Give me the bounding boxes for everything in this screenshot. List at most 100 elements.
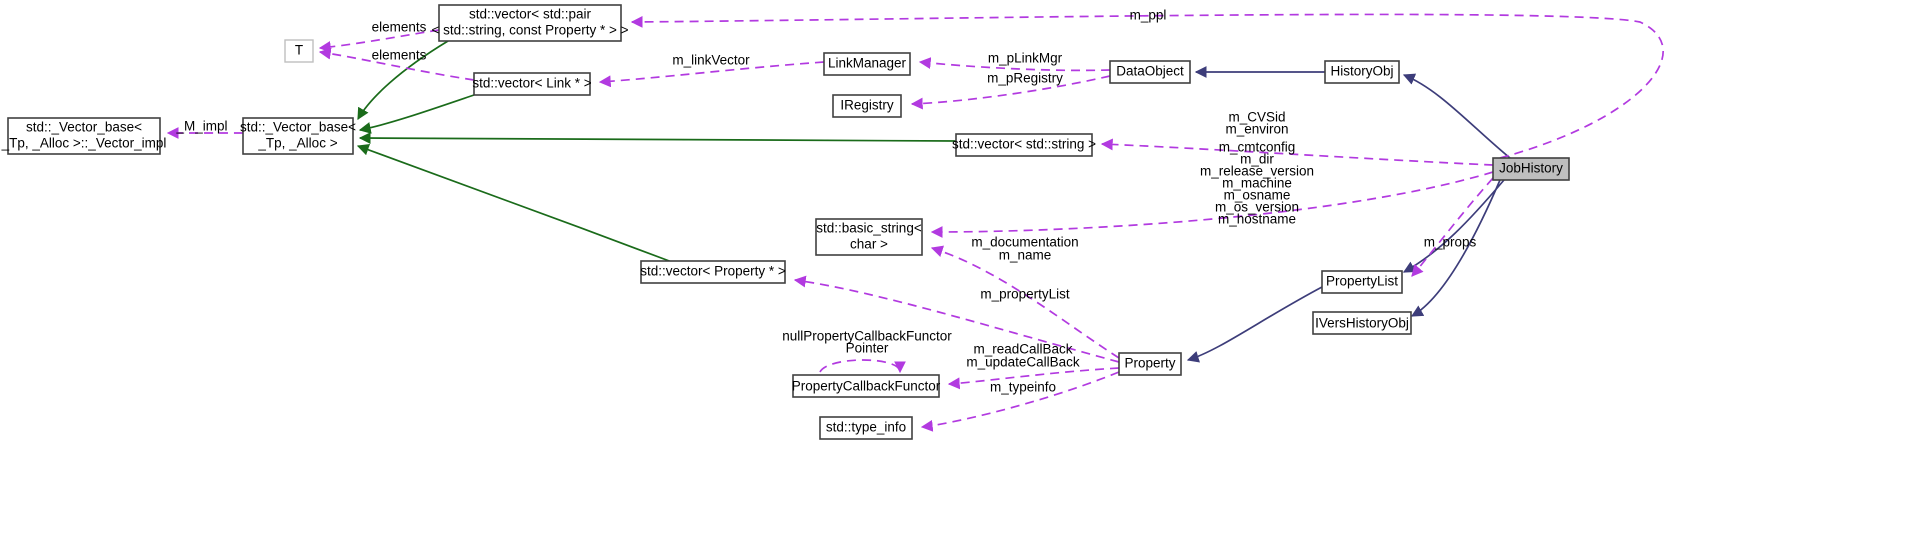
node-data-object[interactable]: DataObject <box>1109 60 1191 84</box>
edge-vector-link-to-vector-base <box>358 94 475 134</box>
node-box-vector-base[interactable] <box>242 117 354 155</box>
node-box-link-manager[interactable] <box>823 52 911 76</box>
node-label-vector-pair: std::vector< std::pair <box>469 7 591 22</box>
node-vector-base-impl[interactable]: std::_Vector_base< _Tp, _Alloc >::_Vecto… <box>1 117 167 155</box>
edge-vector-pair-to-t <box>318 29 440 53</box>
edge-label-m-ppl: m_ppl <box>1130 8 1167 23</box>
edge-label-m-osname: m_osname <box>1224 188 1291 203</box>
node-vector-link[interactable]: std::vector< Link * > <box>472 72 592 96</box>
edge-propertylist-to-property <box>1186 286 1323 363</box>
node-box-type-info[interactable] <box>819 416 913 440</box>
node-label-vector-string: std::vector< std::string > <box>952 137 1096 152</box>
edge-label-m-machine: m_machine <box>1222 176 1292 191</box>
edge-label-m-linkvector: m_linkVector <box>672 53 750 68</box>
edge-vector-property-to-vector-base <box>356 143 673 263</box>
edge-dataobject-to-linkmanager <box>918 57 1111 72</box>
node-label-job-history: JobHistory <box>1499 161 1563 176</box>
node-box-job-history[interactable] <box>1492 157 1570 181</box>
node-label-ivers-history-obj: IVersHistoryObj <box>1315 316 1409 331</box>
edge-jobhistory-to-propertylist-props <box>1411 177 1494 277</box>
node-label-history-obj: HistoryObj <box>1330 64 1393 79</box>
node-box-data-object[interactable] <box>1109 60 1191 84</box>
node-type-info[interactable]: std::type_info <box>819 416 913 440</box>
edge-jobhistory-to-vector-pair <box>630 13 1664 159</box>
node-property-callback-functor[interactable]: PropertyCallbackFunctor <box>792 374 941 398</box>
edge-label-elements-1: elements <box>372 20 427 35</box>
node-label-vector-base-line2: _Tp, _Alloc > <box>257 136 337 151</box>
node-vector-property[interactable]: std::vector< Property * > <box>640 260 786 284</box>
node-box-vector-pair[interactable] <box>438 4 622 42</box>
node-label-property-list: PropertyList <box>1326 274 1398 289</box>
node-vector-pair[interactable]: std::vector< std::pair < std::string, co… <box>432 4 629 42</box>
node-box-property-list[interactable] <box>1321 270 1403 294</box>
node-box-vector-base-impl[interactable] <box>7 117 161 155</box>
node-history-obj[interactable]: HistoryObj <box>1324 60 1400 84</box>
edge-label-m-dir: m_dir <box>1240 152 1274 167</box>
edge-label-m-readcallback: m_readCallBack <box>973 342 1072 357</box>
edge-label-m-propertylist: m_propertyList <box>980 287 1070 302</box>
edge-linkmanager-to-vector-link <box>598 61 825 88</box>
node-iregistry[interactable]: IRegistry <box>832 94 902 118</box>
edge-property-to-typeinfo <box>920 371 1120 432</box>
node-box-vector-link[interactable] <box>473 72 591 96</box>
edge-label-m-updatecallback: m_updateCallBack <box>966 355 1080 370</box>
edge-label-m-release-version: m_release_version <box>1200 164 1314 179</box>
node-label-basic-string: std::basic_string< <box>816 221 922 236</box>
inheritance-edges-green <box>356 40 957 263</box>
edge-jobhistory-to-historyobj <box>1402 73 1511 159</box>
node-box-iregistry[interactable] <box>832 94 902 118</box>
node-vector-base[interactable]: std::_Vector_base< _Tp, _Alloc > <box>240 117 356 155</box>
node-link-manager[interactable]: LinkManager <box>823 52 911 76</box>
edge-labels-layer: elements elements _M_impl m_linkVector m… <box>175 8 1476 395</box>
edge-jobhistory-to-propertylist <box>1402 179 1505 273</box>
edge-label-null-functor-line2: Pointer <box>846 341 889 356</box>
node-box-history-obj[interactable] <box>1324 60 1400 84</box>
node-label-vector-base-impl: std::_Vector_base< <box>26 120 142 135</box>
edge-label-m-cvsid: m_CVSid <box>1228 110 1285 125</box>
edge-label-elements-2: elements <box>372 48 427 63</box>
node-box-property[interactable] <box>1118 352 1182 376</box>
node-label-type-info: std::type_info <box>826 420 906 435</box>
node-label-t-param: T <box>295 43 303 58</box>
node-box-vector-string[interactable] <box>955 133 1093 157</box>
node-label-vector-base: std::_Vector_base< <box>240 120 356 135</box>
inheritance-edges-blue <box>1186 66 1511 363</box>
node-label-property-callback-functor: PropertyCallbackFunctor <box>792 379 941 394</box>
node-basic-string[interactable]: std::basic_string< char > <box>815 218 923 256</box>
node-ivers-history-obj[interactable]: IVersHistoryObj <box>1312 311 1412 335</box>
node-box-vector-property[interactable] <box>640 260 786 284</box>
edge-jobhistory-to-basic-string <box>930 171 1494 238</box>
edge-null-functor-self <box>819 359 906 374</box>
node-property[interactable]: Property <box>1118 352 1182 376</box>
edge-label-m-hostname: m_hostname <box>1218 212 1296 227</box>
node-box-property-callback-functor[interactable] <box>792 374 940 398</box>
node-box-basic-string[interactable] <box>815 218 923 256</box>
edge-property-to-basic-string <box>930 245 1120 359</box>
node-box-ivers-history-obj[interactable] <box>1312 311 1412 335</box>
edge-label-m-environ: m_environ <box>1225 122 1288 137</box>
edge-label-m-documentation: m_documentation <box>971 235 1078 250</box>
edge-property-to-propcbfunctor <box>947 367 1120 390</box>
node-box-t-param[interactable] <box>284 39 314 63</box>
node-vector-string[interactable]: std::vector< std::string > <box>952 133 1096 157</box>
node-label-vector-pair-line2: < std::string, const Property * > > <box>432 23 629 38</box>
edge-label-m-os-version: m_os_version <box>1215 200 1299 215</box>
node-label-data-object: DataObject <box>1116 64 1184 79</box>
node-t-param[interactable]: T <box>284 39 314 63</box>
node-job-history[interactable]: JobHistory <box>1492 157 1570 181</box>
edge-label-m-typeinfo: m_typeinfo <box>990 380 1056 395</box>
usage-edges <box>166 13 1664 432</box>
edge-jobhistory-to-iversHistoryObj <box>1410 179 1501 317</box>
edge-jobhistory-to-vector-string <box>1100 138 1494 166</box>
edge-label-m-props: m_props <box>1424 235 1477 250</box>
node-label-vector-link: std::vector< Link * > <box>472 76 591 91</box>
edge-label-null-functor-line1: nullPropertyCallbackFunctor <box>782 329 952 344</box>
node-label-vector-property: std::vector< Property * > <box>640 264 786 279</box>
node-property-list[interactable]: PropertyList <box>1321 270 1403 294</box>
nodes-layer: std::_Vector_base< _Tp, _Alloc >::_Vecto… <box>1 4 1570 440</box>
edge-vector-pair-to-vector-base <box>357 40 449 121</box>
edge-property-to-vector-property <box>793 275 1120 363</box>
node-label-iregistry: IRegistry <box>840 98 894 113</box>
